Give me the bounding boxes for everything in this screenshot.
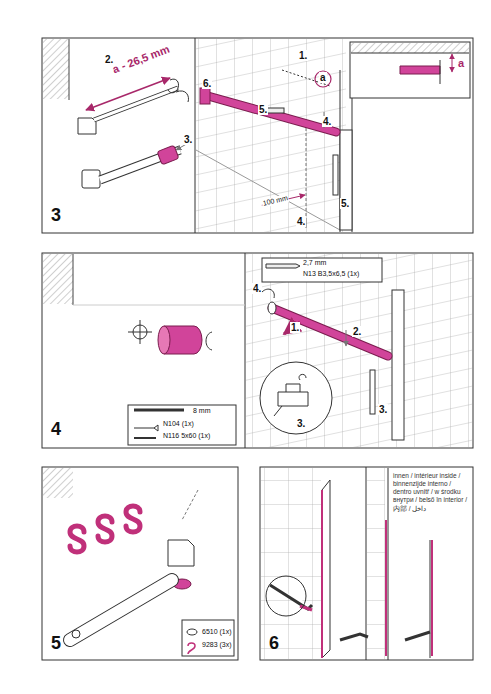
panel-frame: [260, 467, 473, 660]
callout-label: 4.: [252, 283, 262, 294]
callout-label: 3.: [296, 418, 306, 429]
callout-label: 9283 (3x): [201, 641, 233, 649]
callout-label: 4.: [296, 216, 306, 227]
callout-label: 3.: [378, 404, 388, 415]
panel-5: [43, 468, 234, 656]
callout-label: 2.: [352, 326, 362, 337]
panel-frame: [42, 253, 473, 448]
panel-4-left: [43, 254, 245, 445]
callout-label: 4.: [322, 116, 332, 127]
callout-label: N104 (1x): [162, 420, 195, 428]
callout-label: 3.: [183, 134, 193, 145]
callout-label: a: [319, 72, 327, 83]
callout-label: a: [457, 57, 465, 69]
panel-3-right: [196, 39, 470, 232]
panel-frame: [42, 38, 473, 233]
panel-4-right: [246, 254, 472, 447]
callout-label: 5.: [258, 104, 268, 115]
step-number: 6: [268, 634, 280, 654]
callout-label: N116 5x60 (1x): [162, 432, 211, 440]
callout-label: 1.: [290, 322, 300, 333]
step-number: 5: [50, 634, 62, 654]
panel-frame: [42, 467, 238, 660]
callout-label: 8 mm: [192, 407, 212, 415]
callout-label: 6.: [202, 78, 212, 89]
callout-label: 1.: [298, 50, 308, 61]
callout-label: 5.: [340, 198, 350, 209]
step-number: 4: [50, 420, 62, 440]
callout-label: 6510 (1x): [201, 628, 233, 636]
step-number: 3: [50, 206, 62, 226]
panel-3-left: [43, 39, 190, 188]
callout-label: innen / intérieur inside / binnenzijde i…: [392, 472, 472, 513]
callout-label: N13 B3,5x6,5 (1x): [302, 270, 360, 278]
callout-label: 2,7 mm: [302, 259, 327, 267]
callout-label: a - 26,5 mm: [110, 42, 172, 75]
